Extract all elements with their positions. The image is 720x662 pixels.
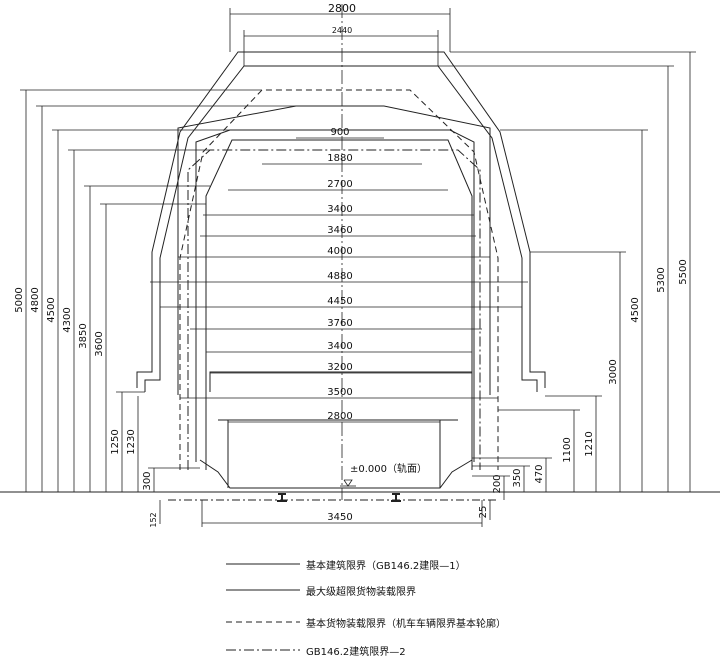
dim-3400-lower: 3400 xyxy=(327,341,352,352)
rail-level-label: ±0.000（轨面） xyxy=(350,462,427,475)
dim-1210: 1210 xyxy=(584,431,595,456)
basic-loading-outline xyxy=(179,89,499,470)
rail-level-marker-icon xyxy=(340,479,356,487)
dim-470: 470 xyxy=(534,464,545,483)
clearance-2-outline xyxy=(187,149,481,470)
dim-1880: 1880 xyxy=(327,153,352,164)
dim-25: 25 xyxy=(478,506,489,519)
right-dimension-lines xyxy=(438,51,696,520)
dim-1250: 1250 xyxy=(110,429,121,454)
dim-3460: 3460 xyxy=(327,225,352,236)
dim-4000: 4000 xyxy=(327,246,352,257)
dim-3400-upper: 3400 xyxy=(327,204,352,215)
legend-label-2: 最大级超限货物装载限界 xyxy=(306,585,416,598)
dim-900: 900 xyxy=(330,127,349,138)
rail-icon xyxy=(277,493,401,502)
rail-level xyxy=(0,491,720,501)
dim-1230: 1230 xyxy=(126,429,137,454)
outer-clearance-outline xyxy=(136,51,546,392)
dim-2800-top: 2800 xyxy=(328,2,356,15)
dim-350: 350 xyxy=(512,468,523,487)
dim-2700: 2700 xyxy=(327,179,352,190)
top-dimension-lines xyxy=(229,8,451,66)
dim-4800: 4800 xyxy=(30,287,41,312)
horizontal-dimension-lines xyxy=(150,137,528,524)
dim-3000: 3000 xyxy=(608,359,619,384)
dim-4500-right: 4500 xyxy=(630,297,641,322)
legend-label-3: 基本货物装载限界（机车车辆限界基本轮廓） xyxy=(306,617,506,630)
oversize-loading-outline xyxy=(177,105,491,470)
dim-1100: 1100 xyxy=(562,437,573,462)
dim-200: 200 xyxy=(492,474,503,493)
dim-3850: 3850 xyxy=(78,323,89,348)
dim-3600: 3600 xyxy=(94,331,105,356)
dim-5000: 5000 xyxy=(14,287,25,312)
dim-5300: 5300 xyxy=(656,267,667,292)
dim-4500-left: 4500 xyxy=(46,297,57,322)
dim-3200: 3200 xyxy=(327,362,352,373)
dim-4300: 4300 xyxy=(62,307,73,332)
dim-152: 152 xyxy=(149,512,158,527)
legend-label-1: 基本建筑限界（GB146.2建限—1） xyxy=(306,559,466,572)
dim-300: 300 xyxy=(142,471,153,490)
dim-3450: 3450 xyxy=(327,512,352,523)
dim-3500: 3500 xyxy=(327,387,352,398)
dim-4450: 4450 xyxy=(327,296,352,307)
dim-5500: 5500 xyxy=(678,259,689,284)
dim-3760: 3760 xyxy=(327,318,352,329)
dim-4880: 4880 xyxy=(327,271,352,282)
dim-2800-lower: 2800 xyxy=(327,411,352,422)
legend-label-4: GB146.2建筑限界—2 xyxy=(306,645,406,658)
legend: 基本建筑限界（GB146.2建限—1） 最大级超限货物装载限界 基本货物装载限界… xyxy=(226,559,506,658)
lower-body-outline xyxy=(199,371,473,489)
dim-2440-top: 2440 xyxy=(332,26,352,35)
left-dimension-lines xyxy=(20,89,296,524)
